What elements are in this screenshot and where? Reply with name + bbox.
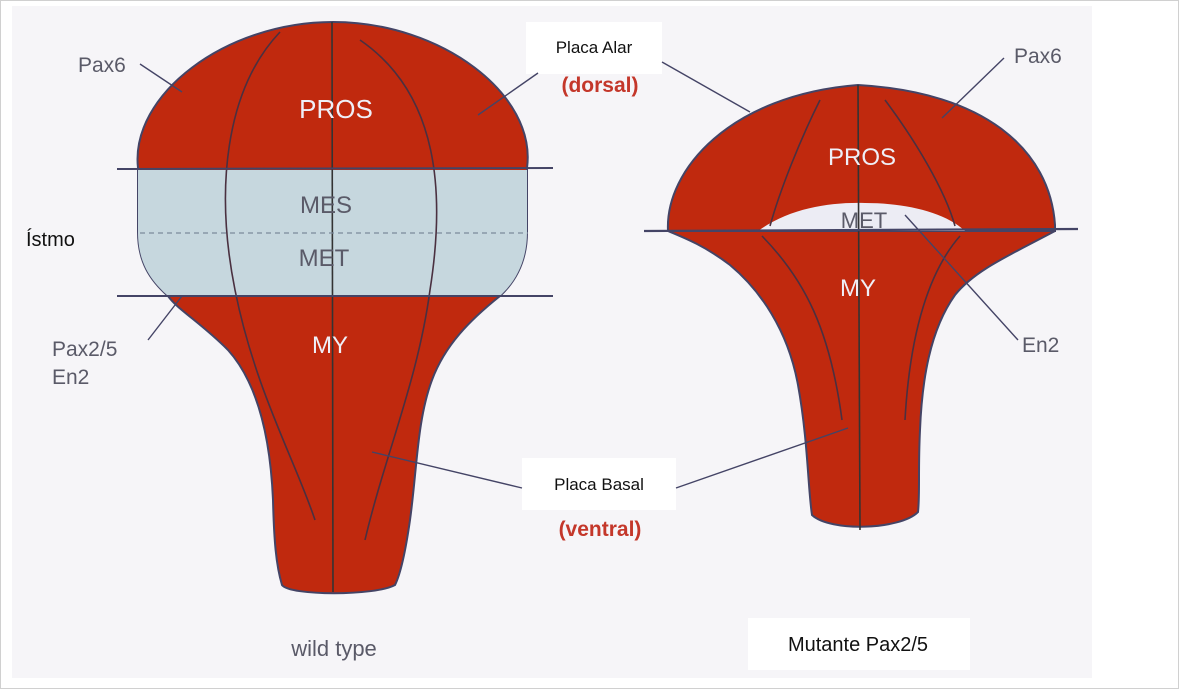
mutant-region-my: MY: [840, 275, 876, 302]
dorsal-label: (dorsal): [561, 74, 638, 97]
mutant-region-met: MET: [841, 208, 887, 233]
wt-region-pros: PROS: [299, 94, 373, 124]
wt-en2-label: En2: [52, 366, 89, 389]
mutant-region-pros: PROS: [828, 144, 896, 171]
wild-type-caption: wild type: [290, 636, 377, 661]
basal-plate-label: Placa Basal: [554, 475, 644, 494]
wild-type-upper-boundary: [117, 168, 553, 169]
mutant-pax6-label: Pax6: [1014, 45, 1062, 68]
wt-region-met: MET: [299, 245, 350, 272]
wt-region-mes: MES: [300, 192, 352, 219]
mutant-en2-label: En2: [1022, 334, 1059, 357]
isthmus-label: Ístmo: [26, 228, 75, 251]
wt-pax25-label: Pax2/5: [52, 338, 117, 361]
mutant-caption: Mutante Pax2/5: [788, 634, 928, 656]
alar-plate-label: Placa Alar: [556, 38, 633, 57]
ventral-label: (ventral): [559, 518, 642, 541]
wt-region-my: MY: [312, 332, 348, 359]
wt-pax6-label: Pax6: [78, 54, 126, 77]
